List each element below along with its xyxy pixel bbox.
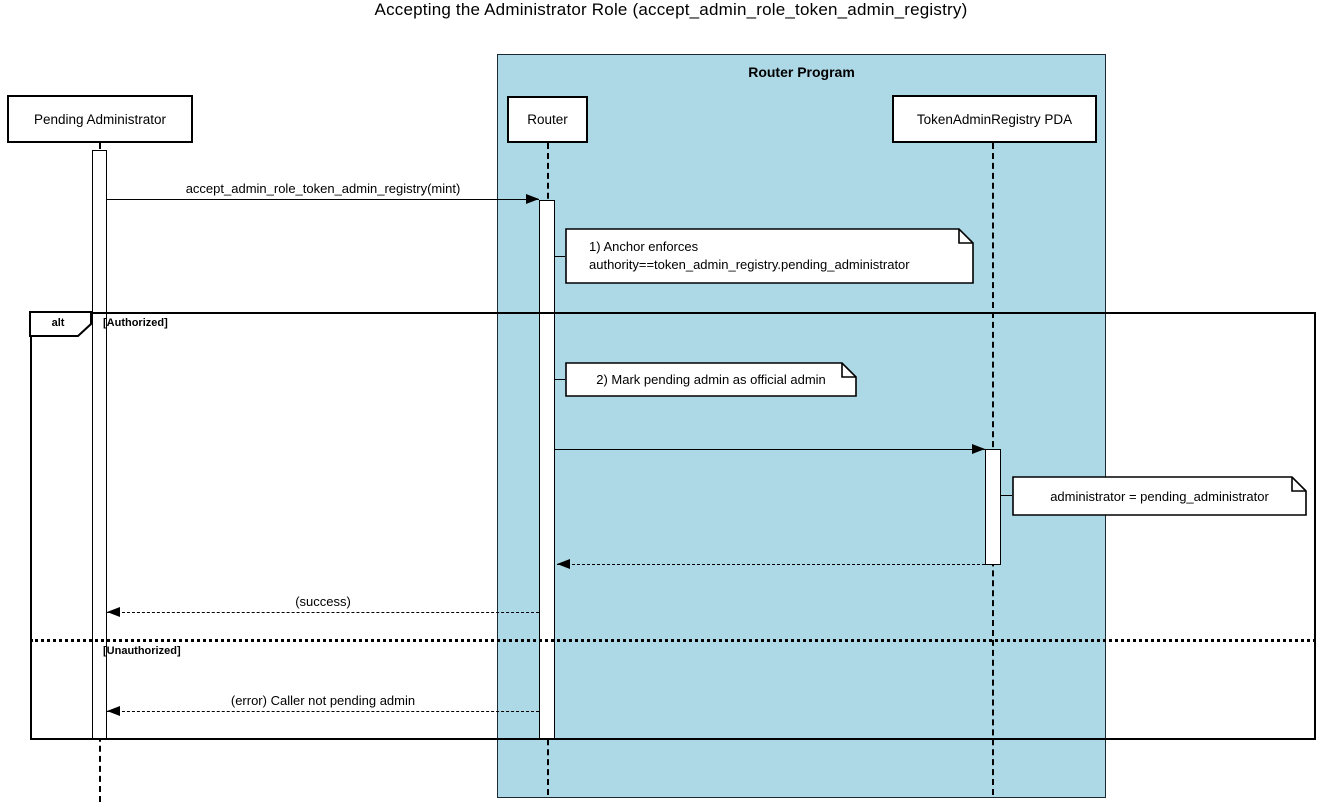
arrowhead-left-icon [107, 607, 120, 617]
participant-router: Router [507, 96, 588, 143]
alt-guard-authorized: [Authorized] [103, 317, 168, 329]
note-connector [555, 256, 565, 257]
note-text: 2) Mark pending admin as official admin [596, 372, 826, 387]
alt-guard-unauthorized: [Unauthorized] [103, 645, 181, 657]
note-connector [1001, 495, 1012, 496]
message-success [107, 612, 539, 613]
note-line: 1) Anchor enforces [589, 239, 699, 254]
note-shape [565, 362, 857, 397]
activation-token-admin-registry-pda [985, 449, 1001, 565]
note-text: 1) Anchor enforces authority==token_admi… [565, 228, 974, 284]
alt-fragment [30, 312, 1316, 740]
message-error [107, 711, 539, 712]
participant-label: Router [527, 112, 568, 127]
alt-operator-label: alt [51, 317, 65, 329]
note-line: authority==token_admin_registry.pending_… [589, 257, 910, 272]
alt-tab-shape [29, 311, 92, 337]
note-shape [565, 228, 974, 284]
note-mark-pending-admin: 2) Mark pending admin as official admin [565, 362, 857, 397]
note-administrator-assignment: administrator = pending_administrator [1012, 476, 1307, 516]
message-label-error: (error) Caller not pending admin [230, 693, 416, 708]
alt-operator-tab: alt [29, 311, 93, 337]
note-anchor-enforces: 1) Anchor enforces authority==token_admi… [565, 228, 974, 284]
diagram-title: Accepting the Administrator Role (accept… [374, 0, 968, 19]
participant-token-admin-registry-pda: TokenAdminRegistry PDA [892, 95, 1097, 143]
note-shape [1012, 476, 1307, 516]
arrowhead-right-icon [972, 444, 985, 454]
participant-pending-administrator: Pending Administrator [7, 95, 193, 143]
arrowhead-left-icon [557, 559, 570, 569]
message-pda-return [557, 564, 985, 565]
arrowhead-right-icon [526, 194, 539, 204]
participant-label: Pending Administrator [33, 111, 167, 127]
participant-label: TokenAdminRegistry PDA [916, 111, 1073, 127]
message-accept-admin-role [107, 199, 539, 200]
router-program-label: Router Program [748, 64, 855, 80]
note-connector [555, 379, 565, 380]
router-program-container [497, 54, 1106, 798]
message-label-success: (success) [295, 594, 351, 609]
message-router-to-pda [555, 449, 985, 450]
message-label-accept-admin-role: accept_admin_role_token_admin_registry(m… [185, 181, 461, 196]
alt-divider [30, 639, 1316, 642]
note-text: administrator = pending_administrator [1050, 488, 1269, 504]
arrowhead-left-icon [107, 706, 120, 716]
